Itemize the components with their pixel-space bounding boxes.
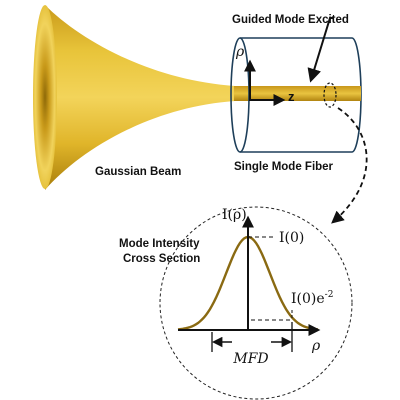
fiber-rho-label: ρ [235, 44, 245, 60]
label-guided-mode-excited: Guided Mode Excited [232, 14, 349, 26]
beam-aperture [33, 5, 57, 189]
label-gaussian-beam: Gaussian Beam [95, 166, 181, 178]
inset-x-axis-label: ρ [311, 338, 321, 354]
single-mode-fiber [230, 37, 362, 153]
inset-circle [159, 206, 353, 400]
mfd-label: MFD [232, 351, 268, 367]
label-mode-intensity-line2: Cross Section [123, 253, 200, 265]
label-mode-intensity-line1: Mode Intensity [119, 238, 200, 250]
label-single-mode-fiber: Single Mode Fiber [234, 161, 334, 173]
fiber-core [234, 86, 361, 101]
e2-label-base: I(0)e [291, 291, 325, 307]
cross-section-marker [323, 82, 337, 108]
inset-cross-section: Mode Intensity Cross Section I(ρ) ρ I(0)… [119, 206, 353, 400]
e2-label: I(0)e-2 [291, 290, 333, 307]
fiber-axes: ρ z [235, 44, 295, 106]
gaussian-beam [33, 5, 235, 190]
inset-y-axis-label: I(ρ) [222, 207, 247, 223]
beam-body [45, 5, 235, 190]
e2-label-exponent: -2 [325, 290, 334, 300]
fiber-z-label: z [288, 89, 295, 104]
peak-label: I(0) [279, 230, 304, 246]
guided-mode-arrow [307, 17, 333, 83]
inset-link-arrow [331, 107, 368, 224]
